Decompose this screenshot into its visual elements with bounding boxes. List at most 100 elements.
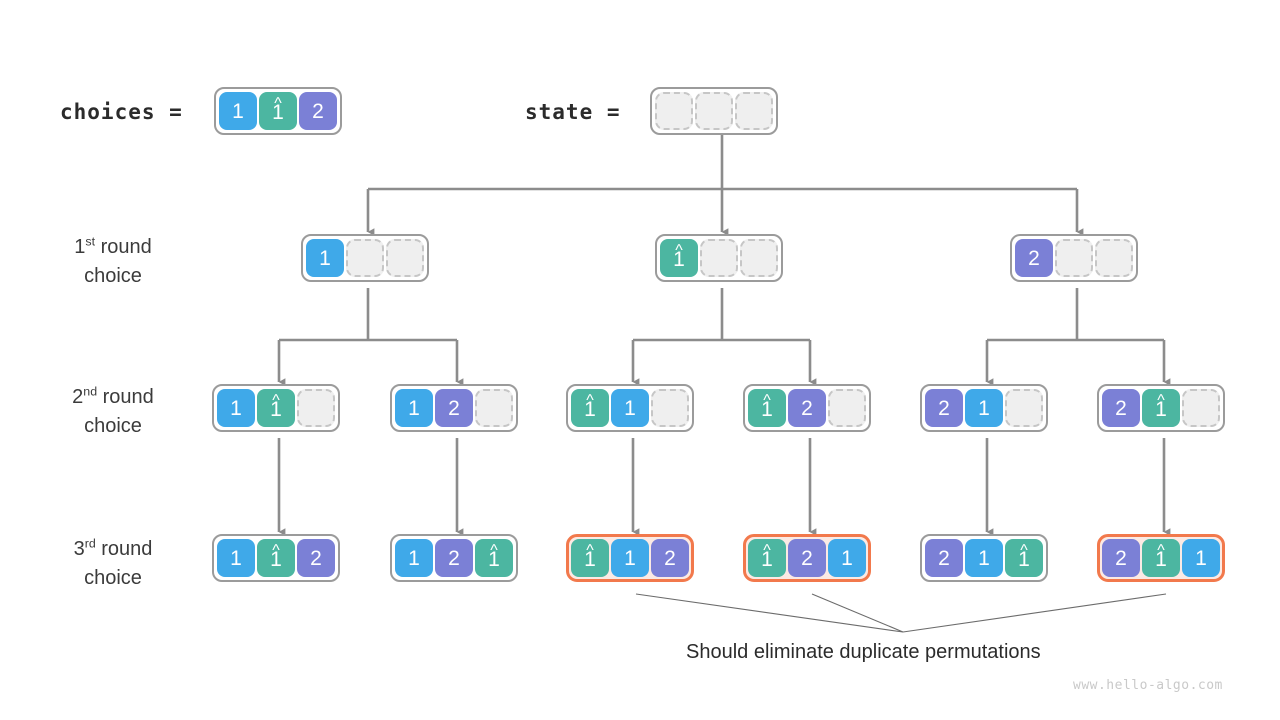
hat-caret-icon: ^: [1020, 542, 1028, 559]
cell-value-1: 1: [395, 389, 433, 427]
cell-empty: [1055, 239, 1093, 277]
hat-number: 1: [1018, 548, 1030, 572]
cell-value-1: 1: [395, 539, 433, 577]
cell-empty: [297, 389, 335, 427]
tree-node: 1: [301, 234, 429, 282]
cell-empty: [386, 239, 424, 277]
cell-value-one-hat: ^1: [571, 389, 609, 427]
cell-empty: [695, 92, 733, 130]
hat-caret-icon: ^: [675, 242, 683, 259]
hat-glyph: ^1: [1142, 539, 1180, 577]
choices-label: choices =: [60, 100, 183, 124]
cell-value-2: 2: [435, 389, 473, 427]
hat-glyph: ^1: [660, 239, 698, 277]
hat-glyph: ^1: [1142, 389, 1180, 427]
cell-empty: [1005, 389, 1043, 427]
cell-value-1: 1: [828, 539, 866, 577]
hat-glyph: ^1: [1005, 539, 1043, 577]
round-3-choice-word: choice: [84, 567, 142, 589]
hat-number: 1: [1155, 548, 1167, 572]
hat-number: 1: [761, 548, 773, 572]
cell-value-one-hat: ^1: [1142, 389, 1180, 427]
cell-value-one-hat: ^1: [748, 389, 786, 427]
cell-empty: [1182, 389, 1220, 427]
tree-node: 2^1: [1097, 384, 1225, 432]
cell-value-2: 2: [925, 389, 963, 427]
round-2-choice-word: choice: [84, 415, 142, 437]
cell-empty: [828, 389, 866, 427]
round-1-word: round: [95, 236, 152, 258]
cell-value-2: 2: [1015, 239, 1053, 277]
hat-caret-icon: ^: [490, 542, 498, 559]
cell-value-one-hat: ^1: [257, 389, 295, 427]
tree-node: 2: [1010, 234, 1138, 282]
cell-empty: [735, 92, 773, 130]
hat-glyph: ^1: [748, 389, 786, 427]
cell-value-one-hat: ^1: [1005, 539, 1043, 577]
hat-number: 1: [584, 548, 596, 572]
cell-empty: [651, 389, 689, 427]
cell-value-one-hat: ^1: [475, 539, 513, 577]
cell-value-1: 1: [219, 92, 257, 130]
hat-caret-icon: ^: [586, 392, 594, 409]
state-array: [650, 87, 778, 135]
hat-caret-icon: ^: [1157, 392, 1165, 409]
hat-number: 1: [270, 398, 282, 422]
cell-value-2: 2: [651, 539, 689, 577]
cell-value-2: 2: [299, 92, 337, 130]
cell-value-2: 2: [925, 539, 963, 577]
cell-empty: [475, 389, 513, 427]
cell-value-one-hat: ^1: [660, 239, 698, 277]
hat-glyph: ^1: [475, 539, 513, 577]
cell-value-one-hat: ^1: [1142, 539, 1180, 577]
cell-value-one-hat: ^1: [259, 92, 297, 130]
hat-number: 1: [673, 248, 685, 272]
duplicate-caption: Should eliminate duplicate permutations: [686, 641, 1041, 663]
hat-glyph: ^1: [748, 539, 786, 577]
cell-value-one-hat: ^1: [257, 539, 295, 577]
hat-caret-icon: ^: [1157, 542, 1165, 559]
cell-value-one-hat: ^1: [571, 539, 609, 577]
cell-empty: [740, 239, 778, 277]
cell-value-one-hat: ^1: [748, 539, 786, 577]
cell-value-1: 1: [611, 389, 649, 427]
hat-number: 1: [761, 398, 773, 422]
site-watermark: www.hello-algo.com: [1073, 678, 1223, 693]
hat-glyph: ^1: [571, 539, 609, 577]
hat-glyph: ^1: [571, 389, 609, 427]
hat-caret-icon: ^: [274, 95, 282, 112]
hat-caret-icon: ^: [586, 542, 594, 559]
hat-number: 1: [584, 398, 596, 422]
hat-glyph: ^1: [259, 92, 297, 130]
cell-value-1: 1: [965, 539, 1003, 577]
cell-value-1: 1: [1182, 539, 1220, 577]
round-3-label: 3rd round choice: [28, 535, 198, 593]
cell-value-2: 2: [435, 539, 473, 577]
hat-caret-icon: ^: [763, 542, 771, 559]
round-1-suffix: st: [85, 234, 96, 249]
round-1-ordinal: 1: [74, 236, 86, 258]
cell-value-1: 1: [306, 239, 344, 277]
round-3-suffix: rd: [84, 536, 96, 551]
cell-value-1: 1: [217, 539, 255, 577]
tree-node: 1^1: [212, 384, 340, 432]
hat-glyph: ^1: [257, 539, 295, 577]
cell-value-1: 1: [217, 389, 255, 427]
cell-value-2: 2: [788, 539, 826, 577]
cell-empty: [655, 92, 693, 130]
cell-value-1: 1: [965, 389, 1003, 427]
hat-caret-icon: ^: [763, 392, 771, 409]
round-1-choice-word: choice: [84, 265, 142, 287]
cell-value-2: 2: [1102, 389, 1140, 427]
cell-value-2: 2: [788, 389, 826, 427]
